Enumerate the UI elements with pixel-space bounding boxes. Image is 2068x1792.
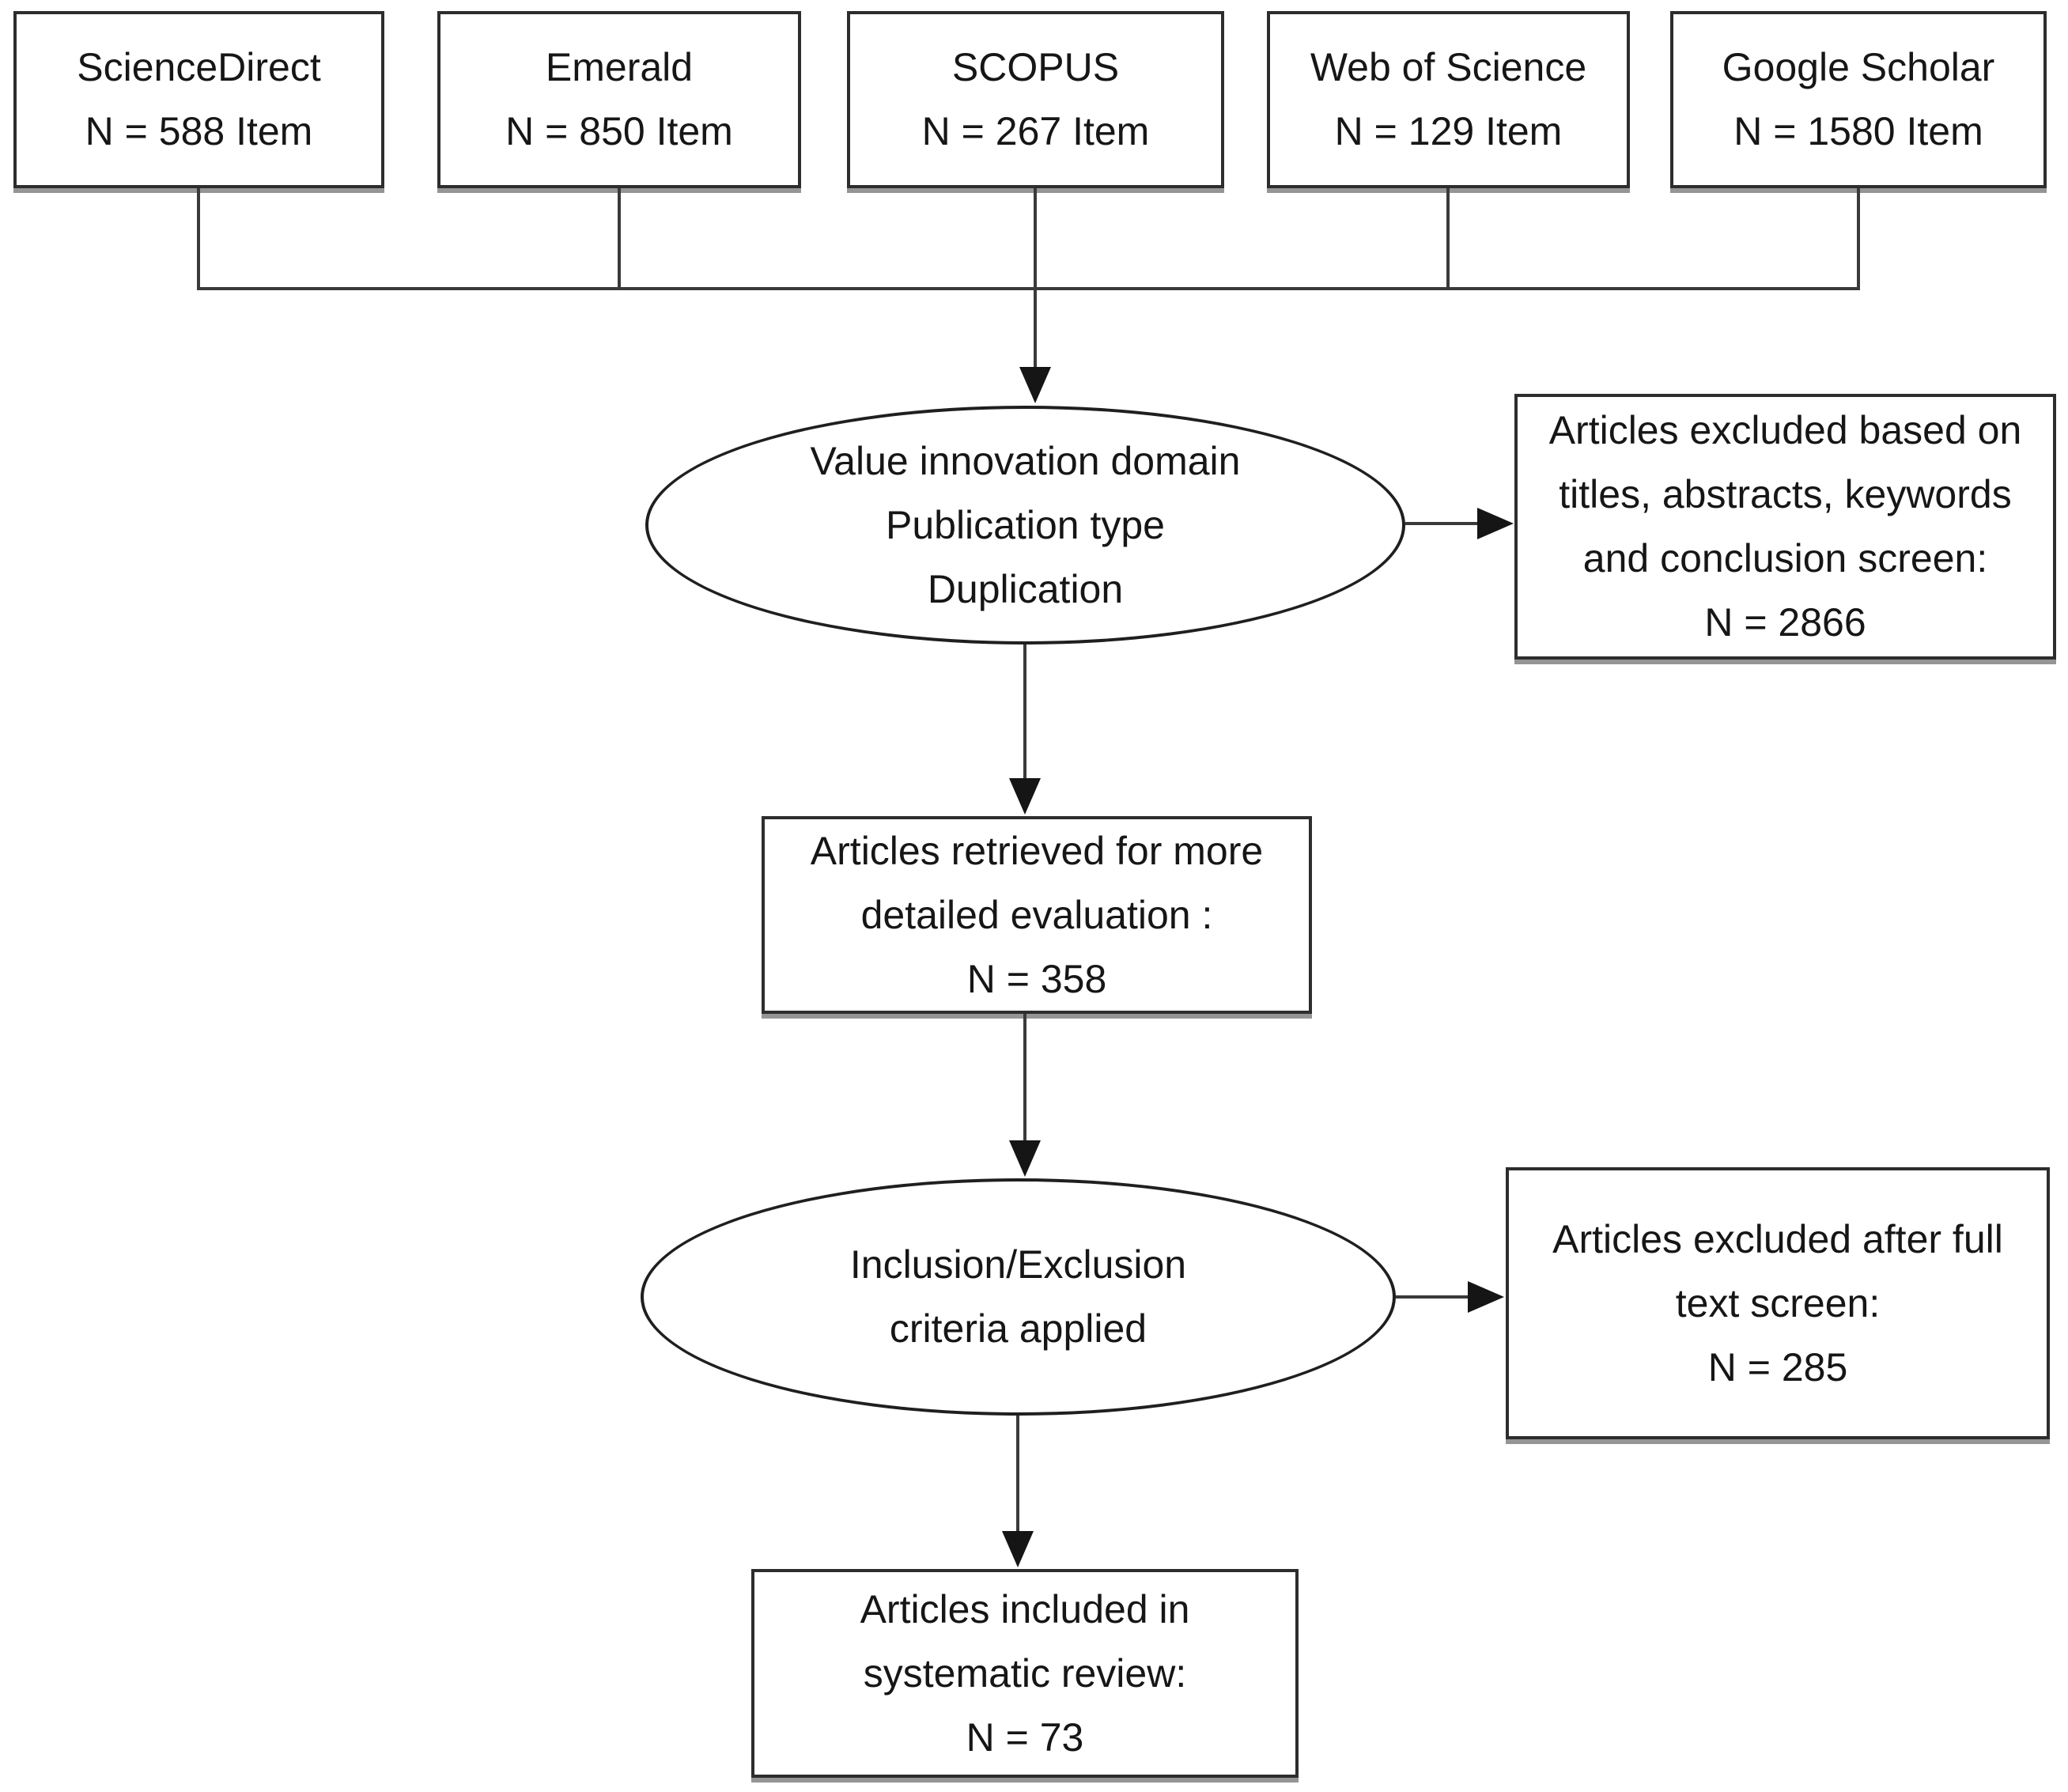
arrow-line-to-excluded1 xyxy=(1405,522,1480,525)
included-line: N = 73 xyxy=(966,1714,1084,1760)
arrow-line-to-excluded2 xyxy=(1396,1295,1471,1299)
arrowhead-down-screen1 xyxy=(1019,367,1051,403)
connector-collector-horizontal xyxy=(197,287,1860,290)
source-box-scopus: SCOPUS N = 267 Item xyxy=(847,11,1224,188)
source-box-google-scholar: Google Scholar N = 1580 Item xyxy=(1670,11,2047,188)
arrow-line-to-included xyxy=(1016,1416,1019,1533)
arrowhead-down-included xyxy=(1002,1531,1034,1567)
arrow-line-to-retrieved xyxy=(1023,645,1026,781)
connector-stub-google-scholar xyxy=(1857,188,1860,290)
excluded1-box: Articles excluded based on titles, abstr… xyxy=(1514,394,2056,660)
source-box-emerald: Emerald N = 850 Item xyxy=(437,11,801,188)
connector-stub-sciencedirect xyxy=(197,188,200,290)
source-box-web-of-science: Web of Science N = 129 Item xyxy=(1267,11,1630,188)
source-name: Emerald xyxy=(545,45,694,89)
arrow-line-to-screen1 xyxy=(1034,188,1037,369)
screen1-line: Duplication xyxy=(927,566,1124,611)
excluded2-line: N = 285 xyxy=(1707,1344,1848,1389)
excluded2-box: Articles excluded after full text screen… xyxy=(1506,1167,2050,1439)
included-line: systematic review: xyxy=(863,1650,1187,1696)
screen2-ellipse: Inclusion/Exclusion criteria applied xyxy=(641,1178,1396,1416)
source-count: N = 1580 Item xyxy=(1733,109,1983,153)
arrowhead-right-excluded1 xyxy=(1477,508,1514,539)
arrowhead-down-retrieved xyxy=(1009,778,1041,815)
source-name: Google Scholar xyxy=(1722,45,1995,89)
connector-stub-web-of-science xyxy=(1446,188,1450,290)
arrowhead-down-screen2 xyxy=(1009,1140,1041,1177)
source-count: N = 850 Item xyxy=(505,109,733,153)
excluded1-line: and conclusion screen: xyxy=(1582,536,1988,580)
screen1-line: Publication type xyxy=(885,502,1165,547)
retrieved-line: detailed evaluation : xyxy=(860,892,1213,937)
source-count: N = 588 Item xyxy=(85,109,313,153)
screen1-ellipse: Value innovation domain Publication type… xyxy=(645,406,1405,645)
excluded1-line: N = 2866 xyxy=(1704,600,1866,645)
source-box-sciencedirect: ScienceDirect N = 588 Item xyxy=(13,11,384,188)
excluded2-line: Articles excluded after full xyxy=(1552,1216,2003,1261)
screen1-line: Value innovation domain xyxy=(810,438,1241,483)
connector-stub-emerald xyxy=(618,188,621,290)
screen2-line: Inclusion/Exclusion xyxy=(849,1242,1187,1287)
screen2-line: criteria applied xyxy=(889,1306,1147,1351)
source-name: SCOPUS xyxy=(951,45,1120,89)
source-count: N = 267 Item xyxy=(921,109,1150,153)
arrow-line-to-screen2 xyxy=(1023,1014,1026,1142)
retrieved-line: Articles retrieved for more xyxy=(810,828,1264,873)
source-name: Web of Science xyxy=(1310,45,1587,89)
excluded1-line: titles, abstracts, keywords xyxy=(1559,472,2012,516)
included-line: Articles included in xyxy=(860,1586,1190,1631)
source-name: ScienceDirect xyxy=(77,45,321,89)
retrieved-box: Articles retrieved for more detailed eva… xyxy=(762,816,1312,1014)
excluded1-line: Articles excluded based on xyxy=(1548,408,2022,452)
arrowhead-right-excluded2 xyxy=(1468,1281,1504,1313)
excluded2-line: text screen: xyxy=(1675,1280,1881,1325)
source-count: N = 129 Item xyxy=(1334,109,1563,153)
retrieved-line: N = 358 xyxy=(966,956,1107,1001)
included-box: Articles included in systematic review: … xyxy=(751,1569,1299,1778)
